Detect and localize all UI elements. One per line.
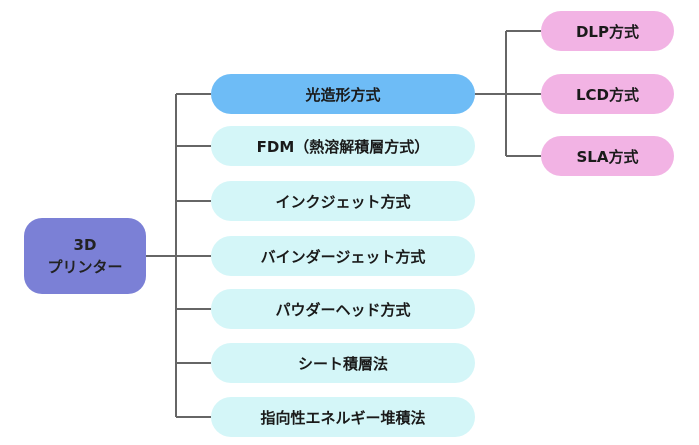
method-node-sheet-lamination: シート積層法 <box>211 343 475 383</box>
method-node-inkjet: インクジェット方式 <box>211 181 475 221</box>
method-node-stereolithography: 光造形方式 <box>211 74 475 114</box>
method-label: バインダージェット方式 <box>260 247 426 266</box>
method-node-fdm: FDM（熱溶解積層方式） <box>211 126 475 166</box>
sub-label: DLP方式 <box>575 22 639 41</box>
method-label: パウダーヘッド方式 <box>275 300 411 319</box>
root-label-line2: プリンター <box>47 258 123 276</box>
sub-node-dlp: DLP方式 <box>541 11 674 51</box>
root-label-line1: 3D <box>73 236 97 254</box>
sub-node-sla: SLA方式 <box>541 136 674 176</box>
method-node-binder-jet: バインダージェット方式 <box>211 236 475 276</box>
sub-label: SLA方式 <box>576 147 639 166</box>
method-node-powder-head: パウダーヘッド方式 <box>211 289 475 329</box>
method-node-directed-energy-deposition: 指向性エネルギー堆積法 <box>211 397 475 437</box>
root-node: 3D プリンター <box>24 218 146 294</box>
method-label: シート積層法 <box>297 354 388 373</box>
sub-node-lcd: LCD方式 <box>541 74 674 114</box>
method-label: FDM（熱溶解積層方式） <box>256 137 430 156</box>
method-label: 光造形方式 <box>305 85 381 104</box>
method-label: インクジェット方式 <box>275 192 411 211</box>
sub-label: LCD方式 <box>575 85 640 104</box>
method-label: 指向性エネルギー堆積法 <box>260 408 426 427</box>
